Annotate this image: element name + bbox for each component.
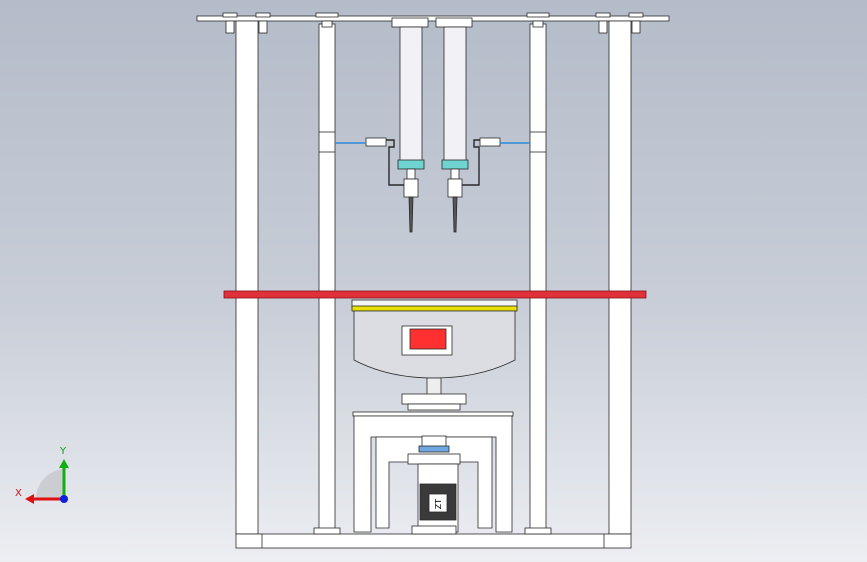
guide-column-left xyxy=(318,23,336,533)
bracket-left xyxy=(368,139,404,186)
bowl-rim xyxy=(351,305,518,312)
housing-top xyxy=(352,411,514,417)
axis-y-arrow xyxy=(59,459,69,468)
triad-shading xyxy=(35,469,64,499)
housing-inner xyxy=(375,436,493,529)
motor-label-plate xyxy=(428,493,448,513)
motor-base xyxy=(411,525,457,535)
nozzle-body-right xyxy=(447,178,463,198)
cylinder-collar-left xyxy=(397,159,425,170)
coupling-blue xyxy=(418,445,450,453)
cylinder-rod-right xyxy=(450,168,460,180)
bracket-right xyxy=(462,139,498,186)
axis-z-dot xyxy=(60,495,68,503)
bracket-block-left xyxy=(365,137,387,147)
motor-top xyxy=(407,453,461,465)
housing xyxy=(353,415,513,533)
guide-column-right xyxy=(529,23,547,533)
cylinder-mount-right xyxy=(435,17,473,28)
motor-label: ZT xyxy=(434,499,443,509)
red-rail xyxy=(223,290,647,299)
column-foot-left xyxy=(313,527,341,535)
cylinder-collar-right xyxy=(441,159,469,170)
frame-post-left xyxy=(235,20,259,535)
column-foot-right xyxy=(524,527,552,535)
spindle xyxy=(426,377,442,396)
needle-left xyxy=(408,196,414,233)
cylinder-rod-left xyxy=(406,168,416,180)
axis-x-label: X xyxy=(15,488,22,499)
cylinder-right xyxy=(443,26,467,163)
axis-x-arrow xyxy=(25,494,34,504)
top-bolts xyxy=(222,12,644,34)
cylinder-left xyxy=(399,26,423,163)
bowl-window xyxy=(409,328,447,350)
base-plate xyxy=(235,533,632,549)
cylinder-mount-left xyxy=(391,17,429,28)
top-plate xyxy=(196,15,670,22)
axis-triad: Y X xyxy=(15,446,69,504)
flange-top xyxy=(401,393,467,405)
frame-post-right xyxy=(608,20,632,535)
flange-bottom xyxy=(407,403,461,411)
nozzle-body-left xyxy=(403,178,419,198)
axis-y-label: Y xyxy=(59,446,67,457)
needle-right xyxy=(452,196,458,233)
bracket-block-right xyxy=(479,137,501,147)
